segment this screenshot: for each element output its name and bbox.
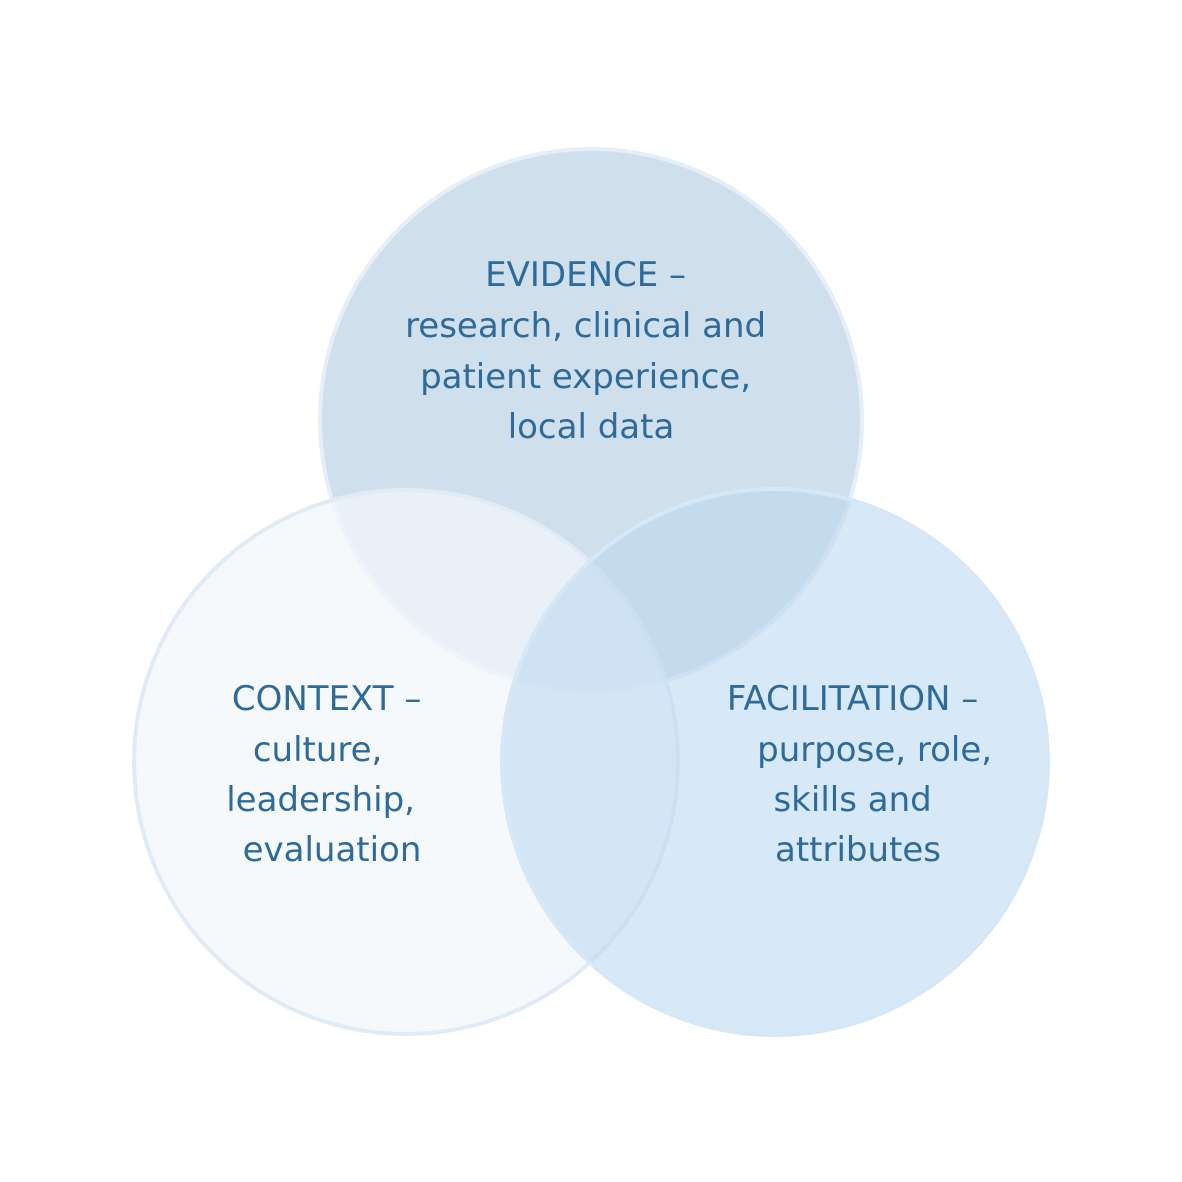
facilitation-line-1: purpose, role, (757, 730, 992, 770)
facilitation-label: FACILITATION – purpose, role, skills and… (727, 679, 1003, 870)
facilitation-line-3: attributes (775, 830, 941, 870)
facilitation-title: FACILITATION – (727, 679, 978, 719)
facilitation-circle (500, 487, 1050, 1037)
context-line-3: evaluation (243, 830, 422, 870)
evidence-label: EVIDENCE – research, clinical and patien… (405, 255, 777, 447)
context-label: CONTEXT – culture, leadership, evaluatio… (226, 679, 432, 870)
evidence-line-2: patient experience, (420, 357, 751, 397)
evidence-line-3: local data (508, 407, 675, 447)
evidence-line-1: research, clinical and (405, 306, 766, 346)
context-line-1: culture, (253, 730, 383, 770)
context-title: CONTEXT – (232, 679, 421, 719)
evidence-title: EVIDENCE – (485, 255, 686, 295)
facilitation-line-2: skills and (773, 780, 931, 820)
context-line-2: leadership, (226, 780, 415, 820)
